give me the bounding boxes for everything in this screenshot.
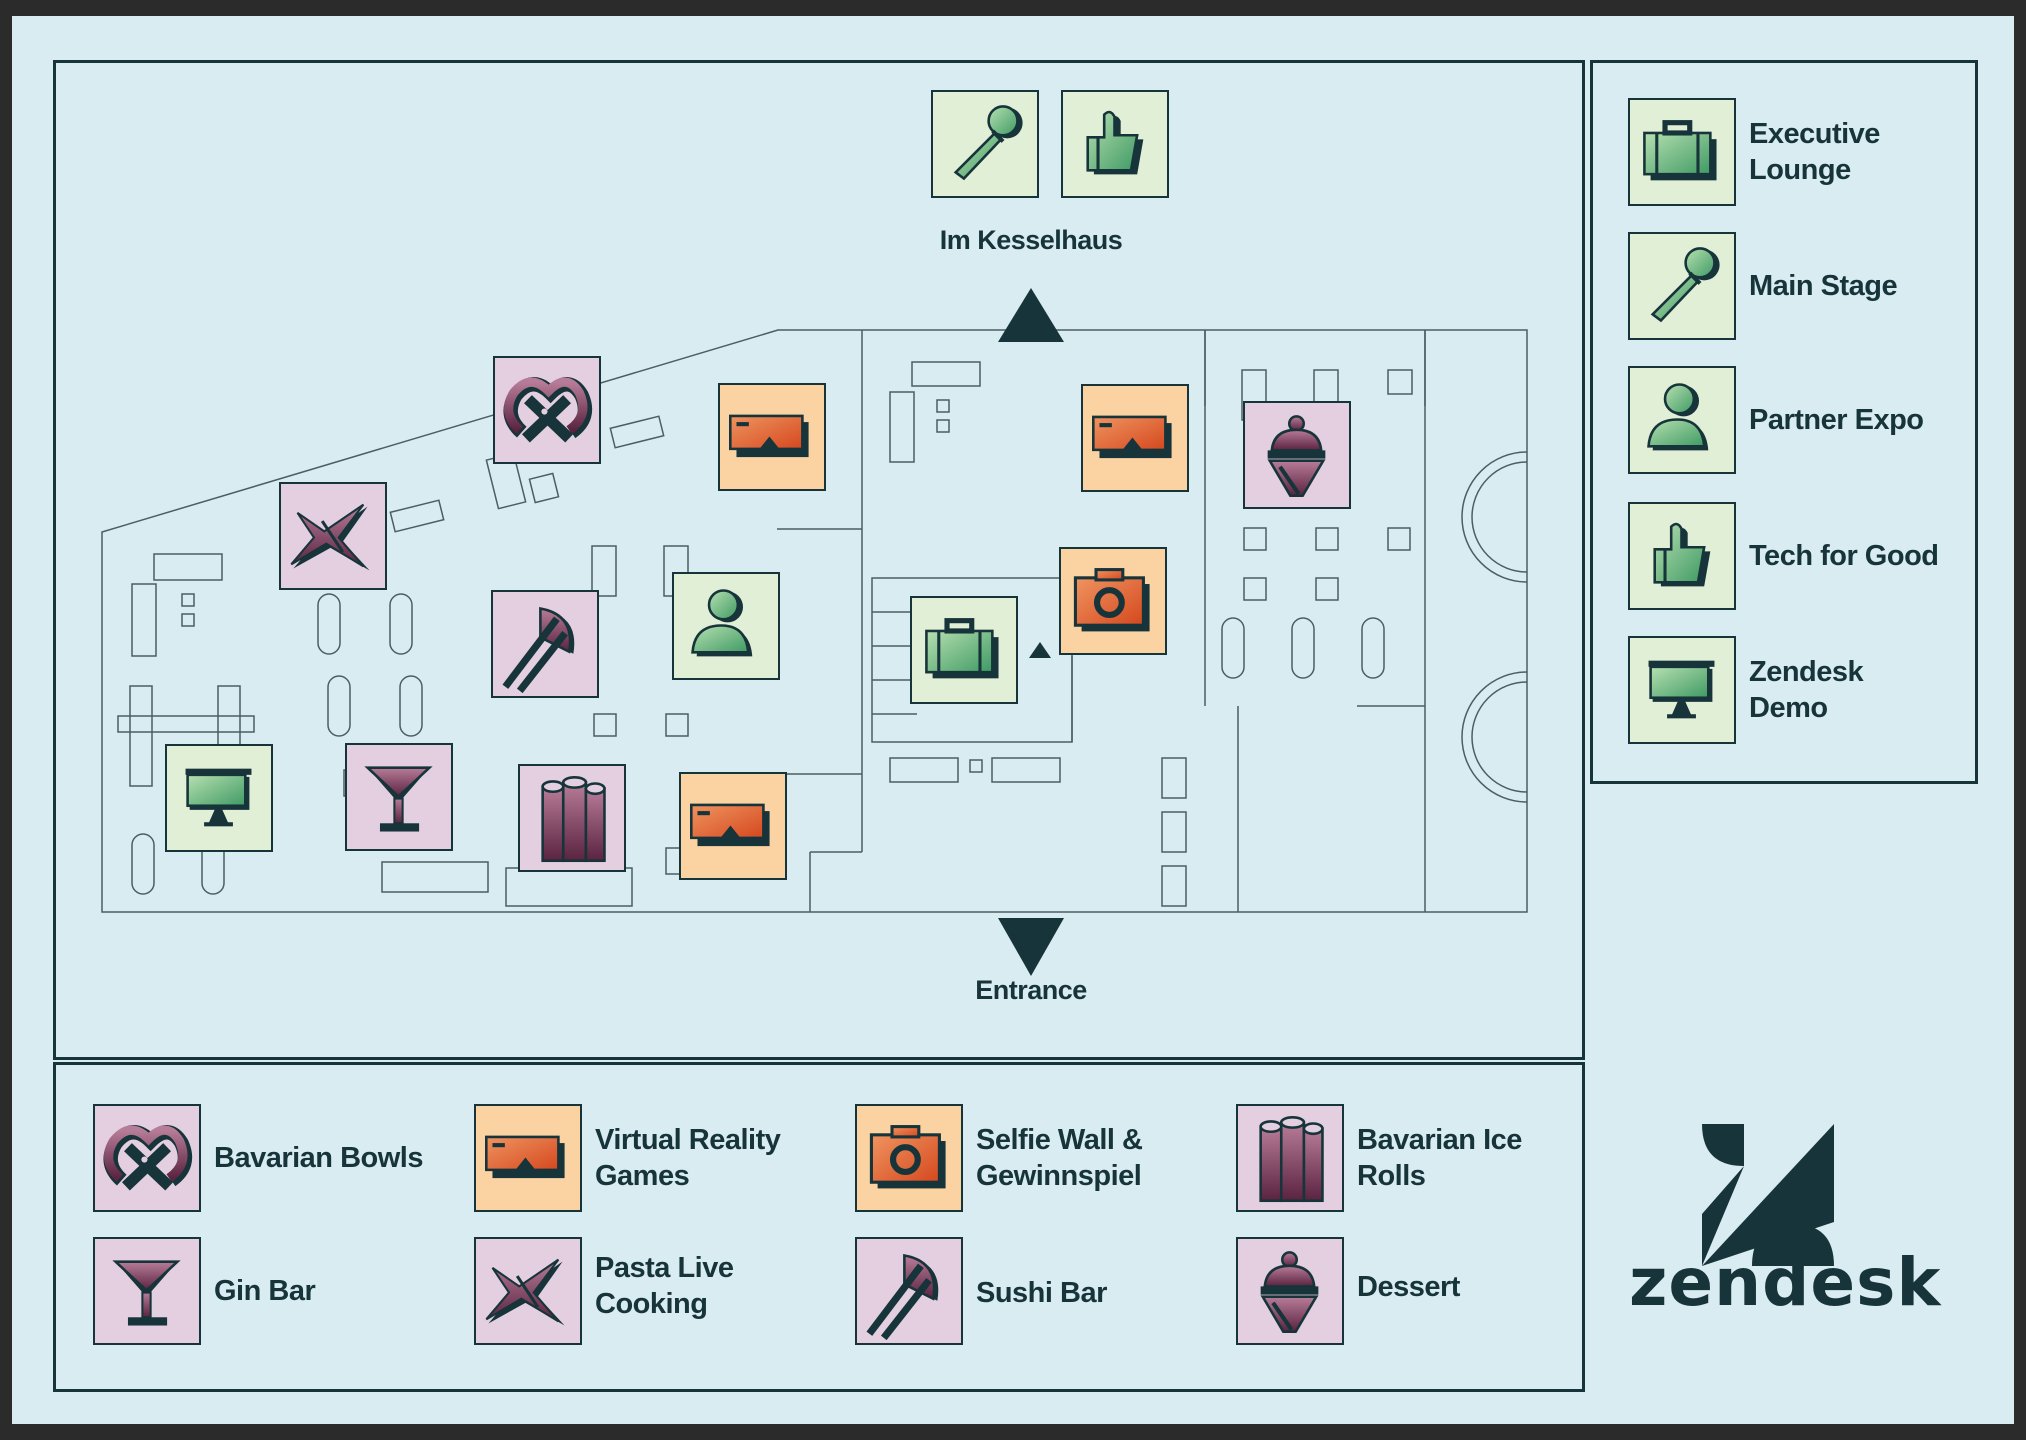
map-marker-zendesk-demo[interactable] (165, 744, 273, 852)
map-marker-executive-lounge[interactable] (910, 596, 1018, 704)
cupcake-icon (1238, 1239, 1341, 1342)
cocktail-glass-icon (95, 1239, 198, 1342)
map-marker-main-stage[interactable] (931, 90, 1039, 198)
legend-tile-sushi-bar (855, 1237, 963, 1345)
pretzel-icon (495, 358, 598, 461)
pretzel-icon (95, 1106, 198, 1209)
legend-tile-executive-lounge (1628, 98, 1736, 206)
map-marker-vr-games-1[interactable] (718, 383, 826, 491)
microphone-icon (933, 92, 1036, 195)
pasta-icon (476, 1239, 579, 1342)
legend-label-line1: Zendesk (1749, 656, 1864, 688)
person-icon (674, 574, 777, 677)
cupcake-icon (1245, 403, 1348, 506)
monitor-icon (1630, 638, 1733, 741)
camera-icon (857, 1106, 960, 1209)
pasta-icon (281, 484, 384, 587)
person-icon (1630, 368, 1733, 471)
map-marker-bavarian-ice-rolls[interactable] (518, 764, 626, 872)
legend-label-line1: Executive (1749, 118, 1880, 150)
legend-label-line1: Bavarian Ice (1357, 1124, 1522, 1156)
legend-label-line2: Lounge (1749, 154, 1851, 186)
legend-label-line2: Games (595, 1160, 690, 1192)
map-marker-vr-games-2[interactable] (1081, 384, 1189, 492)
ice-rolls-icon (1238, 1106, 1341, 1209)
legend-label-line1: Pasta Live (595, 1252, 734, 1284)
map-page: Im Kesselhaus Entrance Executive Lounge … (12, 16, 2014, 1424)
thumbs-up-icon (1630, 504, 1733, 607)
map-marker-partner-expo[interactable] (672, 572, 780, 680)
legend-tile-partner-expo (1628, 366, 1736, 474)
map-marker-tech-for-good[interactable] (1061, 90, 1169, 198)
map-marker-gin-bar[interactable] (345, 743, 453, 851)
legend-label-vr-games: Virtual Reality Games (595, 1122, 781, 1194)
cocktail-glass-icon (347, 745, 450, 848)
map-marker-pasta-live-cooking[interactable] (279, 482, 387, 590)
venue-map-frame (53, 60, 1585, 1060)
arrow-down-entrance (998, 918, 1064, 976)
legend-label-tech-for-good: Tech for Good (1749, 540, 1939, 572)
legend-tile-bavarian-ice-rolls (1236, 1104, 1344, 1212)
legend-label-dessert: Dessert (1357, 1271, 1460, 1303)
legend-label-gin-bar: Gin Bar (214, 1275, 316, 1307)
legend-label-pasta-live-cooking: Pasta Live Cooking (595, 1250, 734, 1322)
zendesk-logo-icon (1702, 1124, 1834, 1266)
legend-label-bavarian-ice-rolls: Bavarian Ice Rolls (1357, 1122, 1522, 1194)
arrow-up-kesselhaus (998, 288, 1064, 342)
map-marker-sushi-bar[interactable] (491, 590, 599, 698)
microphone-icon (1630, 234, 1733, 337)
legend-tile-dessert (1236, 1237, 1344, 1345)
legend-label-zendesk-demo: Zendesk Demo (1749, 654, 1864, 726)
legend-label-line1: Virtual Reality (595, 1124, 781, 1156)
vr-goggles-icon (720, 385, 823, 488)
legend-label-sushi-bar: Sushi Bar (976, 1277, 1107, 1309)
legend-label-line2: Rolls (1357, 1160, 1426, 1192)
briefcase-icon (912, 598, 1015, 701)
map-marker-dessert[interactable] (1243, 401, 1351, 509)
legend-tile-bavarian-bowls (93, 1104, 201, 1212)
side-legend-frame (1590, 60, 1978, 784)
legend-tile-pasta-live-cooking (474, 1237, 582, 1345)
legend-tile-gin-bar (93, 1237, 201, 1345)
monitor-icon (167, 746, 270, 849)
venue-outline (101, 329, 1528, 913)
map-marker-selfie-wall[interactable] (1059, 547, 1167, 655)
chopsticks-icon (857, 1239, 960, 1342)
legend-tile-zendesk-demo (1628, 636, 1736, 744)
legend-label-line1: Selfie Wall & (976, 1124, 1143, 1156)
legend-tile-selfie-wall (855, 1104, 963, 1212)
legend-label-bavarian-bowls: Bavarian Bowls (214, 1142, 423, 1174)
legend-label-partner-expo: Partner Expo (1749, 404, 1924, 436)
map-label-entrance: Entrance (975, 975, 1087, 1005)
legend-tile-tech-for-good (1628, 502, 1736, 610)
legend-tile-vr-games (474, 1104, 582, 1212)
legend-label-selfie-wall: Selfie Wall & Gewinnspiel (976, 1122, 1143, 1194)
legend-label-main-stage: Main Stage (1749, 270, 1898, 302)
chopsticks-icon (493, 592, 596, 695)
legend-label-executive-lounge: Executive Lounge (1749, 116, 1880, 188)
legend-label-line2: Cooking (595, 1288, 708, 1320)
legend-label-line2: Demo (1749, 692, 1828, 724)
map-label-kesselhaus: Im Kesselhaus (939, 225, 1123, 255)
vr-goggles-icon (681, 774, 784, 877)
camera-icon (1061, 549, 1164, 652)
legend-label-line2: Gewinnspiel (976, 1160, 1142, 1192)
ice-rolls-icon (520, 766, 623, 869)
bottom-legend-frame (53, 1062, 1585, 1392)
legend-tile-main-stage (1628, 232, 1736, 340)
thumbs-up-icon (1063, 92, 1166, 195)
vr-goggles-icon (476, 1106, 579, 1209)
floor-plan (101, 288, 1528, 976)
zendesk-wordmark: zendesk (1629, 1244, 1942, 1321)
small-arrow-marker (1029, 642, 1051, 658)
map-marker-bavarian-bowls[interactable] (493, 356, 601, 464)
briefcase-icon (1630, 100, 1733, 203)
map-marker-vr-games-3[interactable] (679, 772, 787, 880)
vr-goggles-icon (1083, 386, 1186, 489)
